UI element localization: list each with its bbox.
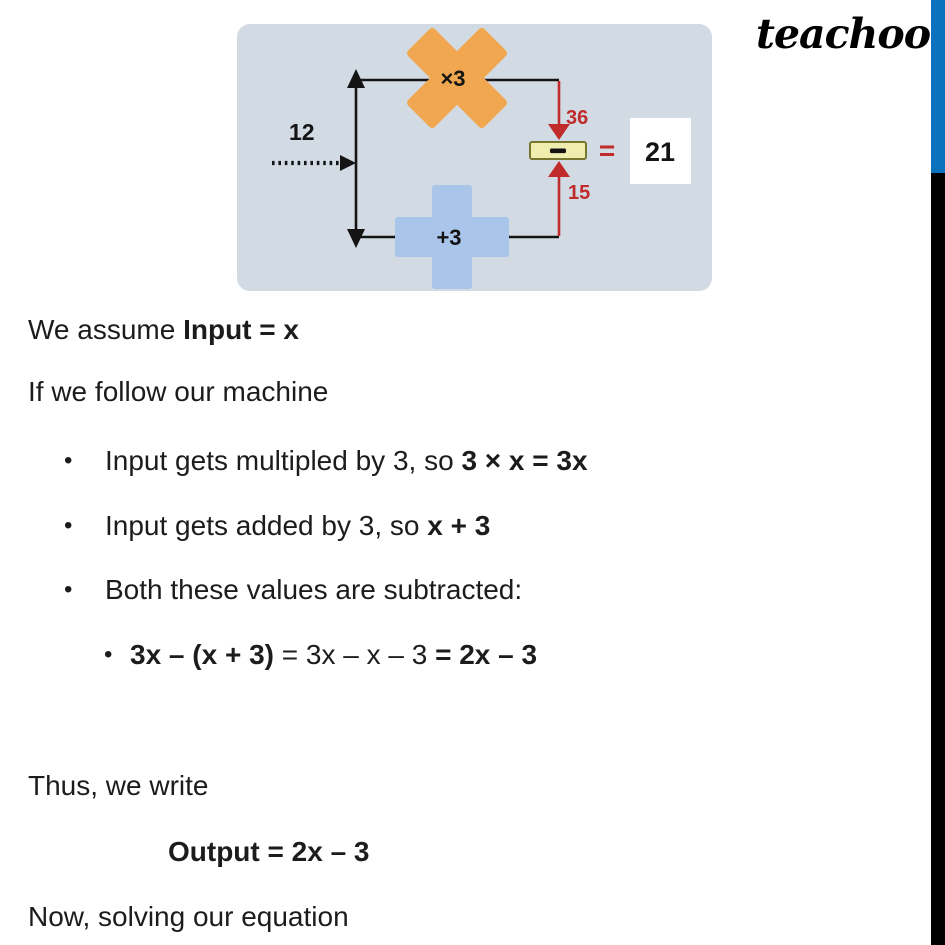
b1-equation: 3 × x = 3x xyxy=(461,445,588,476)
top-branch-value: 36 xyxy=(566,107,588,129)
b1-text: Input gets multipled by 3, so xyxy=(105,445,462,476)
add-label: +3 xyxy=(436,225,461,250)
sub-equation-right: = 2x – 3 xyxy=(435,639,538,670)
bullet-icon: • xyxy=(64,447,73,474)
arrow-up-icon xyxy=(347,69,365,88)
b2-text: Input gets added by 3, so xyxy=(105,510,428,541)
bottom-branch-value: 15 xyxy=(568,182,590,204)
minus-icon xyxy=(550,148,566,154)
arrow-down-icon xyxy=(347,229,365,248)
input-value: 12 xyxy=(289,119,315,145)
function-machine-diagram: 12 ×3 +3 36 15 = 21 xyxy=(237,24,712,291)
multiply-cross-icon xyxy=(407,28,507,128)
teachoo-logo: teachoo xyxy=(756,10,931,58)
sub-equation-mid: = 3x – x – 3 xyxy=(273,639,436,670)
equals-sign: = xyxy=(599,135,615,166)
multiply-label: ×3 xyxy=(440,66,465,91)
bullet-icon: • xyxy=(104,641,113,668)
edge-bar-black xyxy=(931,173,945,945)
sub-equation-left: 3x – (x + 3) xyxy=(130,639,274,670)
assume-equation: Input = x xyxy=(183,314,299,345)
assume-text: We assume xyxy=(28,314,184,345)
result-box xyxy=(630,118,691,184)
b3-text: Both these values are subtracted: xyxy=(105,574,523,605)
line-now: Now, solving our equation xyxy=(28,901,349,932)
b2-equation: x + 3 xyxy=(427,510,491,541)
output-equation: Output = 2x – 3 xyxy=(168,836,370,867)
red-arrow-down-icon xyxy=(548,124,570,140)
edge-bar-blue xyxy=(931,0,945,173)
sub-bullet-expansion: • 3x – (x + 3) = 3x – x – 3 = 2x – 3 xyxy=(104,638,537,672)
sub-bullet-text: 3x – (x + 3) = 3x – x – 3 = 2x – 3 xyxy=(130,638,537,672)
bullet-text: Input gets added by 3, so x + 3 xyxy=(105,509,490,543)
bullet-multiplied: • Input gets multipled by 3, so 3 × x = … xyxy=(64,444,588,478)
bullet-text: Input gets multipled by 3, so 3 × x = 3x xyxy=(105,444,588,478)
bullet-icon: • xyxy=(64,512,73,539)
add-plus-icon xyxy=(395,185,509,289)
arrow-right-icon xyxy=(340,155,356,171)
bullet-icon: • xyxy=(64,576,73,603)
bullet-added: • Input gets added by 3, so x + 3 xyxy=(64,509,490,543)
bullet-subtracted: • Both these values are subtracted: xyxy=(64,573,522,607)
line-thus: Thus, we write xyxy=(28,770,209,801)
result-value: 21 xyxy=(645,137,675,167)
red-arrow-up-icon xyxy=(548,161,570,177)
line-assume: We assume Input = x xyxy=(28,313,299,347)
line-follow: If we follow our machine xyxy=(28,376,329,407)
